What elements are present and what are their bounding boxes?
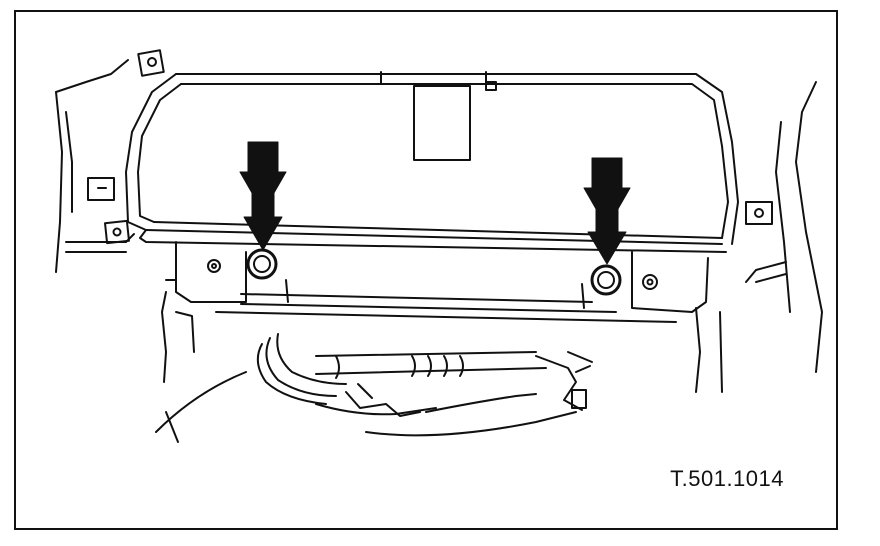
clip-right-upper	[745, 201, 773, 225]
centre-display-opening	[413, 85, 471, 161]
left-mounting-bracket	[175, 241, 247, 303]
right-mounting-bracket	[631, 251, 709, 313]
right-fixing-screw	[590, 264, 622, 296]
console-outline	[55, 59, 823, 373]
clip-left-square	[87, 177, 115, 201]
panel-frame-rails	[125, 71, 739, 253]
clip-top-left	[137, 49, 165, 77]
centre-clip	[485, 81, 497, 91]
lower-trim-bar	[161, 279, 723, 393]
centre-cavity	[155, 311, 677, 443]
arrow-right	[583, 157, 631, 265]
left-fixing-screw	[246, 248, 278, 280]
figure-reference-code: T.501.1014	[670, 466, 784, 491]
arrow-left	[239, 141, 287, 251]
figure-frame: T.501.1014	[14, 10, 838, 530]
technical-line-drawing	[55, 49, 823, 443]
wiring-harness	[256, 333, 593, 417]
clip-left-lower	[104, 219, 130, 245]
